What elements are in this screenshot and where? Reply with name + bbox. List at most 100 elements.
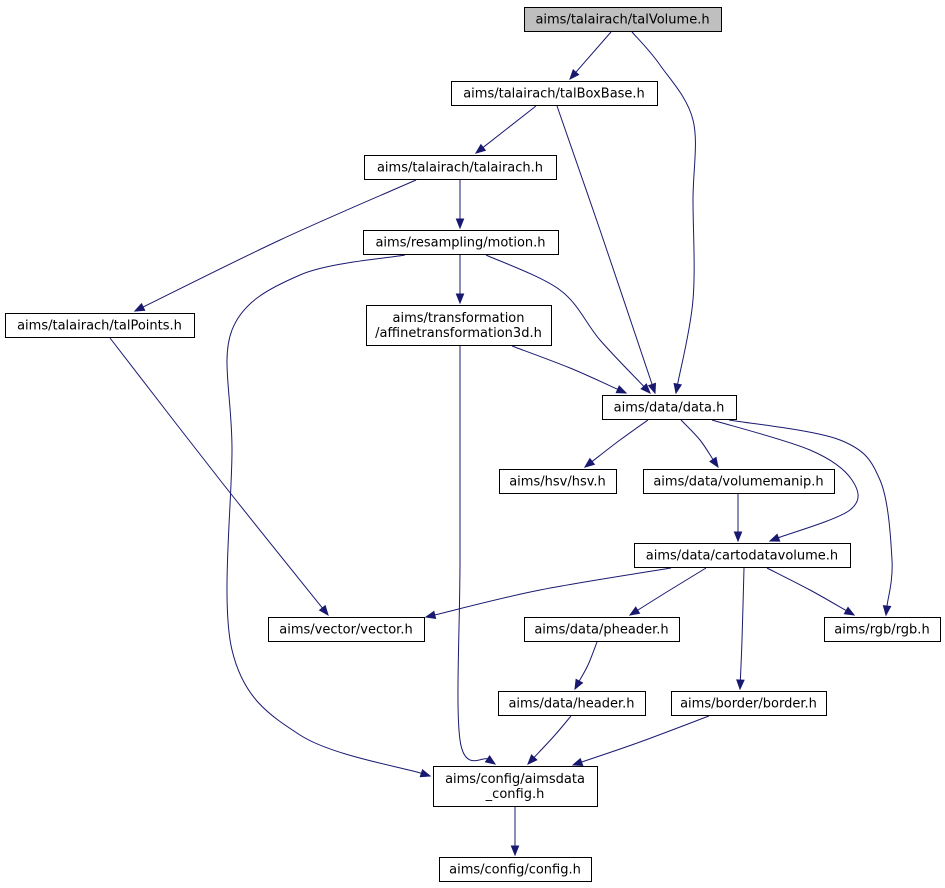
edge-line	[766, 567, 847, 611]
edge-aimsdata_config-to-config	[510, 807, 520, 857]
node-box[interactable]	[366, 305, 552, 346]
edge-cartodatavolume-to-rgb	[766, 567, 856, 616]
edge-arrowhead	[843, 606, 856, 616]
edge-arrowhead	[318, 604, 329, 617]
edge-line	[711, 419, 859, 539]
edge-arrowhead	[474, 143, 487, 154]
node-box[interactable]	[433, 766, 598, 807]
node-box[interactable]	[499, 469, 617, 494]
edge-arrowhead	[424, 610, 437, 620]
edge-line	[556, 105, 653, 385]
node-data[interactable]: aims/data/data.h	[602, 395, 737, 420]
edge-arrowhead	[419, 769, 432, 778]
edge-line	[482, 105, 537, 148]
edge-arrowhead	[133, 302, 146, 312]
node-box[interactable]	[498, 691, 646, 716]
edge-talBoxBase-to-talairach	[474, 105, 537, 154]
edge-arrowhead	[527, 754, 538, 765]
edge-line	[533, 715, 572, 758]
node-label: aims/config/aimsdata	[445, 772, 585, 787]
node-border[interactable]: aims/border/border.h	[671, 691, 827, 716]
edge-arrowhead	[571, 757, 584, 767]
node-talBoxBase[interactable]: aims/talairach/talBoxBase.h	[451, 81, 658, 106]
node-label: aims/talairach/talairach.h	[377, 161, 543, 176]
node-box[interactable]	[671, 691, 827, 716]
node-talVolume[interactable]: aims/talairach/talVolume.h	[524, 7, 722, 32]
node-box[interactable]	[439, 857, 592, 882]
edge-line	[457, 345, 488, 762]
node-config[interactable]: aims/config/config.h	[439, 857, 592, 882]
edge-line	[578, 641, 598, 682]
edge-arrowhead	[709, 456, 719, 469]
node-talPoints[interactable]: aims/talairach/talPoints.h	[5, 313, 195, 338]
node-box[interactable]	[5, 313, 195, 338]
node-volumemanip[interactable]: aims/data/volumemanip.h	[643, 469, 835, 494]
edge-line	[591, 419, 649, 462]
edge-motion-to-affine	[455, 255, 465, 305]
edge-arrowhead	[583, 457, 596, 468]
node-header[interactable]: aims/data/header.h	[498, 691, 646, 716]
edge-affine-to-data	[511, 345, 628, 394]
node-label: aims/talairach/talVolume.h	[535, 13, 709, 28]
node-box[interactable]	[524, 7, 722, 32]
node-talairach[interactable]: aims/talairach/talairach.h	[364, 155, 557, 180]
node-box[interactable]	[364, 155, 557, 180]
edge-cartodatavolume-to-border	[736, 567, 745, 691]
node-hsv[interactable]: aims/hsv/hsv.h	[499, 469, 617, 494]
edge-arrowhead	[510, 845, 520, 857]
node-box[interactable]	[363, 230, 559, 255]
node-label: aims/hsv/hsv.h	[509, 475, 606, 490]
edge-cartodatavolume-to-vector	[424, 567, 672, 620]
node-label: aims/data/volumemanip.h	[653, 475, 823, 490]
nodes-layer: aims/talairach/talVolume.h aims/talairach…	[5, 7, 941, 882]
edge-arrowhead	[574, 678, 584, 691]
edge-volumemanip-to-cartodatavolume	[733, 494, 743, 543]
node-label: aims/config/config.h	[449, 863, 581, 878]
edge-arrowhead	[768, 533, 781, 542]
node-box[interactable]	[824, 617, 941, 642]
edge-arrowhead	[736, 679, 745, 691]
edge-arrowhead	[615, 385, 628, 394]
edge-arrowhead	[733, 531, 743, 543]
node-box[interactable]	[634, 543, 851, 568]
node-label: aims/data/header.h	[508, 697, 634, 712]
node-pheader[interactable]: aims/data/pheader.h	[524, 617, 680, 642]
edge-line	[728, 419, 893, 607]
node-label: aims/data/data.h	[614, 401, 725, 416]
node-affine[interactable]: aims/transformation/affinetransformation…	[366, 305, 552, 346]
edge-pheader-to-header	[574, 641, 598, 691]
edge-data-to-hsv	[583, 419, 649, 468]
edge-line	[142, 179, 417, 308]
edge-border-to-aimsdata_config	[571, 715, 710, 767]
node-label: aims/rgb/rgb.h	[834, 623, 929, 638]
edge-affine-to-aimsdata_config	[457, 345, 497, 765]
edge-arrowhead	[455, 293, 465, 305]
edge-line	[581, 715, 710, 763]
edge-arrowhead	[673, 382, 683, 395]
edges-layer	[109, 31, 893, 857]
edge-data-to-volumemanip	[680, 419, 719, 469]
node-box[interactable]	[602, 395, 737, 420]
edge-arrowhead	[640, 383, 651, 394]
node-box[interactable]	[524, 617, 680, 642]
edge-arrowhead	[628, 606, 641, 616]
edge-motion-to-data	[485, 254, 651, 394]
edge-arrowhead	[569, 69, 580, 81]
node-box[interactable]	[268, 617, 425, 642]
node-label: aims/border/border.h	[680, 697, 817, 712]
edge-talVolume-to-talBoxBase	[569, 31, 612, 81]
edge-talairach-to-motion	[455, 180, 465, 230]
edge-arrowhead	[647, 382, 657, 395]
node-cartodatavolume[interactable]: aims/data/cartodatavolume.h	[634, 543, 851, 568]
node-rgb[interactable]: aims/rgb/rgb.h	[824, 617, 941, 642]
node-box[interactable]	[451, 81, 658, 106]
node-motion[interactable]: aims/resampling/motion.h	[363, 230, 559, 255]
node-label: aims/data/cartodatavolume.h	[646, 549, 838, 564]
edge-talairach-to-talPoints	[133, 179, 417, 312]
node-aimsdata_config[interactable]: aims/config/aimsdata_config.h	[433, 766, 598, 807]
edge-talBoxBase-to-data	[556, 105, 657, 395]
node-vector[interactable]: aims/vector/vector.h	[268, 617, 425, 642]
edge-line	[511, 345, 618, 390]
node-box[interactable]	[643, 469, 835, 494]
